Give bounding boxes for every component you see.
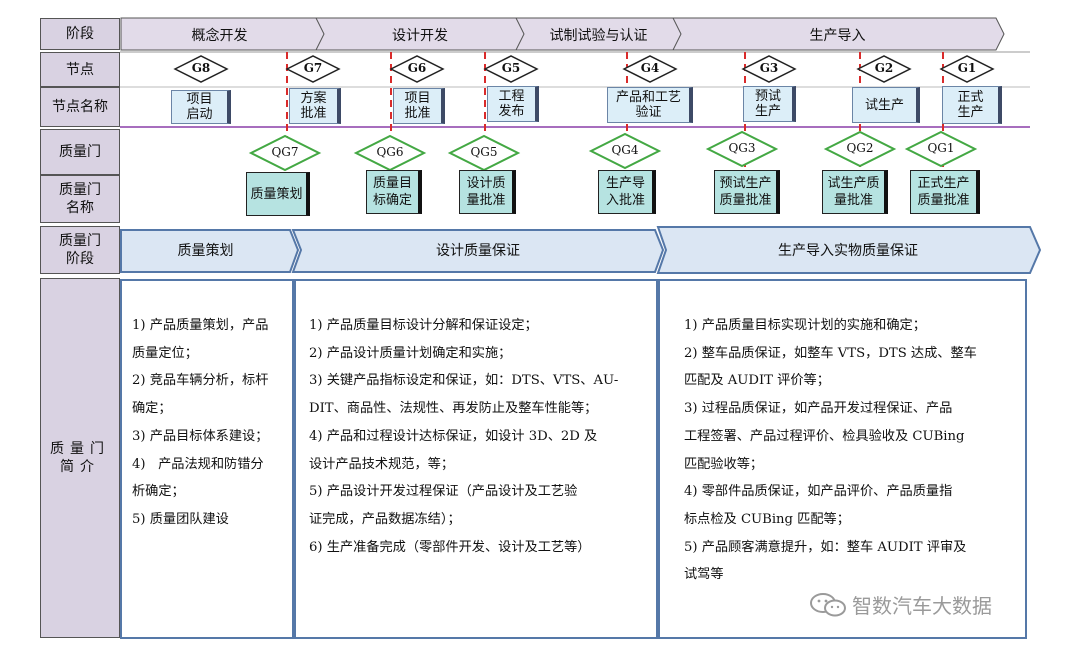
desc-line: 2) 产品设计质量计划确定和实施； — [309, 345, 512, 361]
desc-text-production-assurance: 1) 产品质量目标实现计划的实施和确定； 2) 整车品质保证，如整车 VTS，D… — [684, 312, 1024, 589]
node-name-box: 项目 批准 — [393, 88, 445, 124]
phase-label-production: 生产导入 — [809, 28, 866, 44]
desc-line: 5) 产品设计开发过程保证（产品设计及工艺验 — [309, 484, 578, 500]
qg-name-box: 质量策划 — [246, 172, 310, 216]
qg-diamond-qg4 — [588, 132, 662, 170]
qg-gate-label: QG1 — [927, 141, 955, 155]
node-name-box: 产品和工艺 验证 — [607, 87, 693, 123]
phase-label-concept: 概念开发 — [191, 28, 248, 44]
row-label-node: 节点 — [40, 52, 120, 87]
stage-label-production-assurance: 生产导入实物质量保证 — [778, 243, 918, 259]
desc-line: 标点检及 CUBing 匹配等； — [684, 511, 850, 527]
qg-diamond-qg5 — [447, 134, 521, 172]
node-name-box: 正式 生产 — [942, 86, 1002, 124]
qg-name-box: 设计质 量批准 — [459, 170, 516, 214]
desc-line: 3) 过程品质保证，如产品开发过程保证、产品 — [684, 401, 953, 417]
desc-line: 4) 产品和过程设计达标保证，如设计 3D、2D 及 — [309, 428, 598, 444]
desc-line: 3) 产品目标体系建设； — [132, 428, 269, 444]
desc-box-2 — [294, 279, 658, 639]
node-diamond-g7 — [285, 55, 341, 83]
node-diamond-g1 — [939, 55, 995, 83]
row-label-node-name: 节点名称 — [40, 87, 120, 127]
desc-line: 匹配及 AUDIT 评价等； — [684, 373, 830, 389]
stage-label-design-assurance: 设计质量保证 — [436, 243, 520, 259]
node-gate-label: G7 — [303, 61, 323, 75]
desc-line: 确定； — [132, 401, 172, 417]
stage-arrow-planning — [120, 229, 300, 273]
qg-diamond-qg3 — [705, 130, 779, 168]
wechat-icon — [810, 592, 846, 616]
row-label-quality-gate-name: 质量门 名称 — [40, 175, 120, 223]
node-diamond-g2 — [856, 55, 912, 83]
desc-line: 6) 生产准备完成（零部件开发、设计及工艺等） — [309, 539, 591, 555]
desc-line: 设计产品技术规范，等； — [309, 456, 455, 472]
desc-line: 质量定位； — [132, 345, 198, 361]
node-name-box: 方案 批准 — [289, 88, 341, 124]
desc-text-design-assurance: 1) 产品质量目标设计分解和保证设定； 2) 产品设计质量计划确定和实施； 3)… — [309, 312, 655, 561]
desc-line: 3) 关键产品指标设定和保证，如：DTS、VTS、AU- — [309, 373, 619, 389]
desc-line: 试驾等 — [684, 567, 724, 583]
qg-diamond-qg1 — [904, 130, 978, 168]
phase-arrow-production — [672, 17, 1005, 51]
node-gate-label: G6 — [407, 61, 427, 75]
desc-line: 2) 竞品车辆分析，标杆 — [132, 373, 269, 389]
desc-line: 工程签署、产品过程评价、检具验收及 CUBing — [684, 428, 965, 444]
row-label-quality-gate-intro: 质量门 简介 — [40, 278, 120, 638]
desc-line: 析确定； — [132, 484, 185, 500]
node-gate-label: G4 — [640, 61, 660, 75]
desc-line: 5) 质量团队建设 — [132, 511, 229, 527]
desc-box-3 — [658, 279, 1027, 639]
qg-gate-label: QG5 — [470, 145, 498, 159]
node-name-box: 预试 生产 — [743, 86, 796, 122]
desc-line: 5) 产品顾客满意提升，如：整车 AUDIT 评审及 — [684, 539, 967, 555]
phase-label-trial: 试制试验与认证 — [549, 28, 648, 44]
stage-arrow-design-assurance — [291, 229, 665, 273]
desc-line: 2) 整车品质保证，如整车 VTS，DTS 达成、整车 — [684, 345, 977, 361]
qg-name-box: 正式生产 质量批准 — [910, 170, 980, 214]
qg-diamond-qg7 — [248, 134, 322, 172]
row-label-phase: 阶段 — [40, 18, 120, 50]
desc-line: 4) 产品法规和防错分 — [132, 456, 264, 472]
qg-gate-label: QG7 — [271, 145, 299, 159]
phase-label-design: 设计开发 — [392, 28, 448, 44]
node-diamond-g4 — [622, 55, 678, 83]
node-name-box: 试生产 — [852, 87, 920, 123]
node-name-box: 项目 启动 — [171, 90, 231, 124]
node-gate-label: G1 — [957, 61, 977, 75]
desc-line: 证完成，产品数据冻结）； — [309, 511, 461, 527]
qg-diamond-qg2 — [823, 130, 897, 168]
node-diamond-g3 — [741, 55, 797, 83]
node-gate-label: G5 — [501, 61, 521, 75]
row-label-quality-gate-stage: 质量门 阶段 — [40, 226, 120, 274]
qg-gate-label: QG6 — [376, 145, 404, 159]
qg-name-box: 质量目 标确定 — [366, 170, 422, 214]
qg-gate-label: QG3 — [728, 141, 756, 155]
desc-line: 1) 产品质量策划，产品 — [132, 318, 269, 333]
qg-gate-label: QG2 — [846, 141, 874, 155]
qg-name-box: 试生产质 量批准 — [822, 170, 888, 214]
watermark: 智数汽车大数据 — [808, 590, 992, 619]
node-diamond-g6 — [389, 55, 445, 83]
node-diamond-g5 — [483, 55, 539, 83]
qg-name-box: 预试生产 质量批准 — [714, 170, 780, 214]
desc-line: 4) 零部件品质保证，如产品评价、产品质量指 — [684, 484, 953, 500]
row-label-quality-gate: 质量门 — [40, 129, 120, 175]
node-gate-label: G8 — [191, 61, 211, 75]
stage-arrow-production-assurance — [656, 226, 1042, 274]
node-diamond-g8 — [173, 55, 229, 83]
node-name-box: 工程 发布 — [487, 86, 539, 122]
node-gate-label: G3 — [759, 61, 779, 75]
desc-line: 匹配验收等； — [684, 456, 764, 472]
desc-line: 1) 产品质量目标实现计划的实施和确定； — [684, 318, 926, 333]
stage-label-planning: 质量策划 — [177, 243, 234, 259]
qg-name-box: 生产导 入批准 — [598, 170, 656, 214]
desc-line: DIT、商品性、法规性、再发防止及整车性能等； — [309, 401, 598, 417]
watermark-text: 智数汽车大数据 — [852, 594, 992, 618]
desc-box-1 — [120, 279, 294, 639]
node-gate-label: G2 — [874, 61, 894, 75]
desc-line: 1) 产品质量目标设计分解和保证设定； — [309, 318, 538, 333]
qg-diamond-qg6 — [353, 134, 427, 172]
desc-text-planning: 1) 产品质量策划，产品 质量定位； 2) 竞品车辆分析，标杆 确定； 3) 产… — [132, 312, 292, 534]
qg-gate-label: QG4 — [611, 143, 639, 157]
